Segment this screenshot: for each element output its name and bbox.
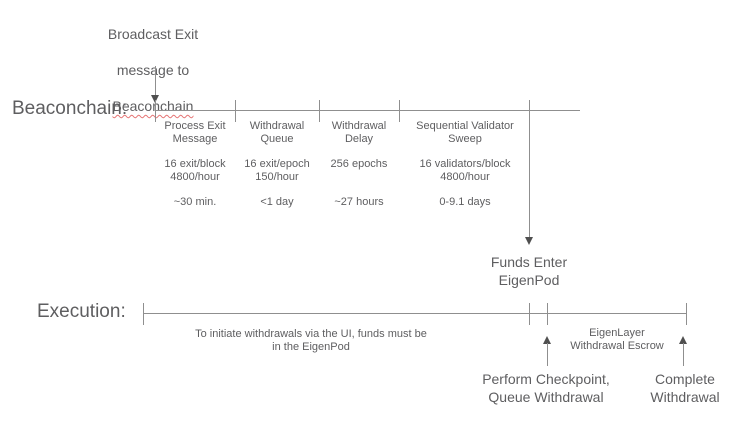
broadcast-arrow-down-icon [151, 95, 159, 103]
complete-withdrawal-label: Complete Withdrawal [650, 371, 720, 405]
funds-enter-arrow-down-icon [525, 237, 533, 245]
execution-tick-checkpoint [547, 303, 548, 325]
segment-process-exit-message: Process Exit Message 16 exit/block 4800/… [115, 120, 275, 215]
eigenlayer-withdrawal-escrow-label: EigenLayer Withdrawal Escrow [570, 327, 664, 352]
segment-duration: ~27 hours [334, 196, 384, 208]
complete-arrow-up-icon [679, 336, 687, 344]
beaconchain-tick-1 [155, 100, 156, 122]
beaconchain-tick-2 [235, 100, 236, 122]
broadcast-arrow-shaft [155, 66, 156, 96]
segment-duration: 0-9.1 days [439, 196, 491, 208]
beaconchain-timeline-line [155, 110, 580, 111]
segment-rate: 16 exit/epoch 150/hour [244, 158, 310, 183]
broadcast-exit-note: Broadcast Exit message to Beaconchain [78, 7, 228, 133]
segment-duration: <1 day [260, 196, 294, 208]
execution-tick-funds-enter [529, 303, 530, 325]
funds-enter-eigenpod-label: Funds Enter EigenPod [490, 254, 568, 288]
perform-checkpoint-label: Perform Checkpoint, Queue Withdrawal [482, 371, 610, 405]
execution-tick-end [686, 303, 687, 325]
segment-name: Sequential Validator Sweep [416, 120, 514, 145]
execution-timeline-line [143, 313, 686, 314]
funds-enter-arrow-shaft [529, 111, 530, 238]
checkpoint-arrow-shaft [547, 343, 548, 366]
segment-name: Process Exit Message [164, 120, 226, 145]
execution-tick-start [143, 303, 144, 325]
checkpoint-arrow-up-icon [543, 336, 551, 344]
segment-rate: 16 exit/block 4800/hour [164, 158, 226, 183]
beaconchain-tick-3 [319, 100, 320, 122]
segment-rate: 256 epochs [330, 158, 388, 170]
segment-name: Withdrawal Queue [249, 120, 305, 145]
complete-arrow-shaft [683, 343, 684, 366]
beaconchain-tick-4 [399, 100, 400, 122]
execution-note: To initiate withdrawals via the UI, fund… [195, 328, 427, 353]
execution-row-label: Execution: [37, 301, 126, 322]
segment-duration: ~30 min. [173, 196, 217, 208]
segment-sequential-validator-sweep: Sequential Validator Sweep 16 validators… [385, 120, 545, 215]
segment-withdrawal-delay: Withdrawal Delay 256 epochs ~27 hours [279, 120, 439, 215]
beaconchain-row-label: Beaconchain: [12, 98, 128, 119]
segment-rate: 16 validators/block 4800/hour [419, 158, 511, 183]
segment-withdrawal-queue: Withdrawal Queue 16 exit/epoch 150/hour … [197, 120, 357, 215]
broadcast-exit-note-line2: message to [116, 62, 190, 78]
segment-name: Withdrawal Delay [331, 120, 387, 145]
broadcast-exit-note-line1: Broadcast Exit [107, 26, 199, 42]
